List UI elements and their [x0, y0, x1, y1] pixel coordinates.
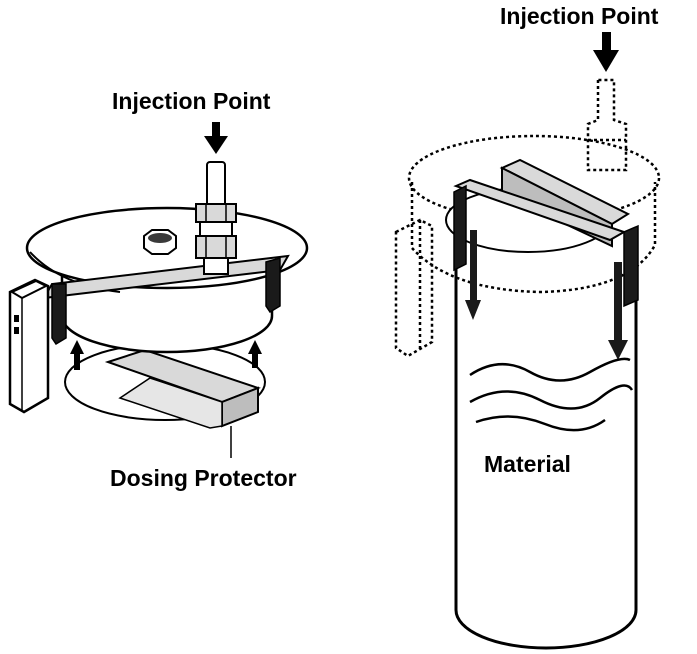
- material-container: [454, 262, 638, 650]
- side-clip: [8, 278, 50, 414]
- down-arrow-left: [465, 230, 481, 320]
- right-assembly: [394, 32, 661, 650]
- injection-point-label-left: Injection Point: [112, 88, 271, 114]
- material-label: Material: [484, 451, 571, 477]
- injection-point-label-right: Injection Point: [500, 3, 659, 29]
- left-up-arrow: [70, 340, 84, 370]
- material-waves: [469, 357, 634, 432]
- left-assembly: [8, 122, 309, 458]
- right-up-arrow: [248, 340, 262, 368]
- injection-fitting: [195, 161, 237, 275]
- down-arrow-right: [608, 262, 628, 360]
- injection-arrow-left: [204, 122, 228, 154]
- protector-blade: [445, 158, 631, 253]
- hex-nut: [143, 229, 177, 255]
- dosing-protector-plate: [64, 343, 266, 458]
- holder-bars: [453, 184, 639, 308]
- dosing-protector-label: Dosing Protector: [110, 465, 297, 491]
- injection-arrow-right: [593, 32, 619, 72]
